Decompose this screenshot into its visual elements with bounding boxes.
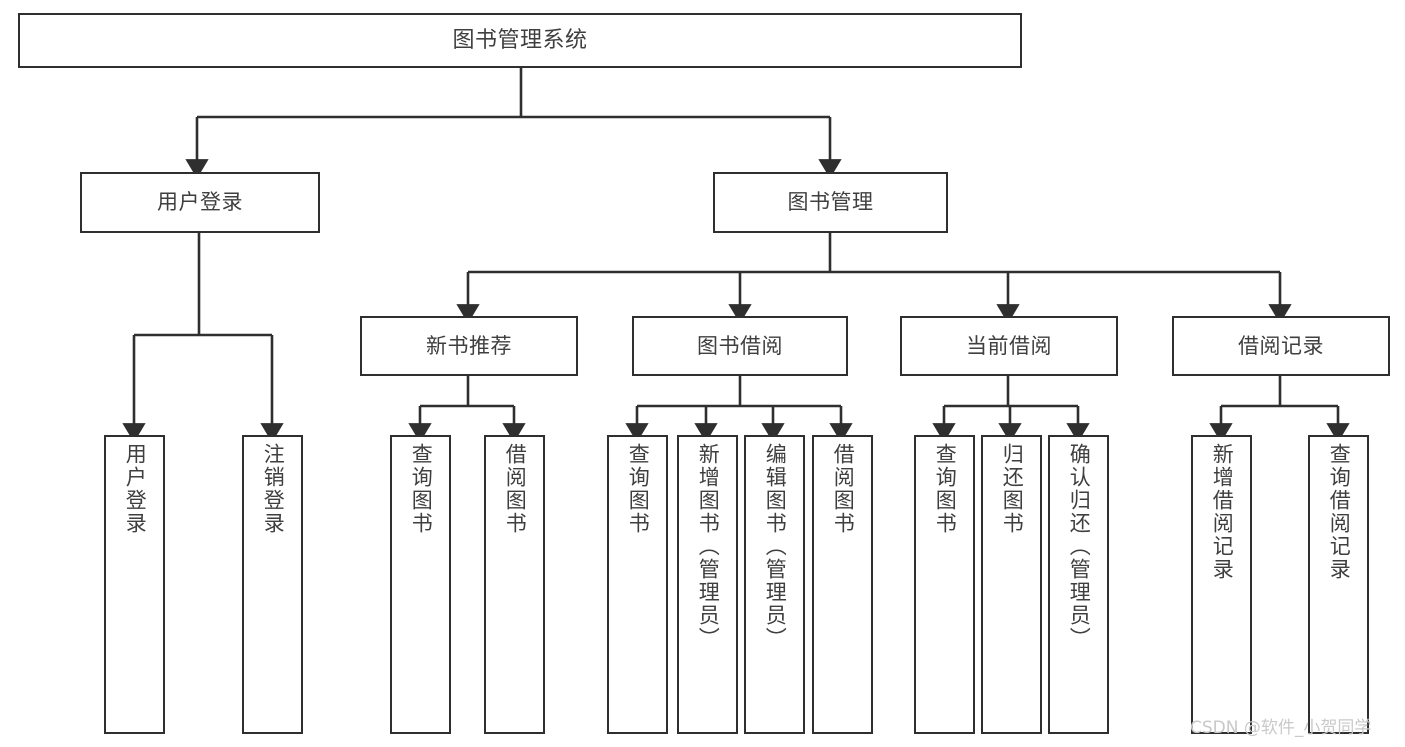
node-label: 查询图书 bbox=[626, 443, 651, 535]
node-user-login[interactable]: 用户登录 bbox=[80, 172, 320, 233]
node-label: 查询图书 bbox=[409, 443, 434, 535]
node-label: 用户登录 bbox=[123, 443, 148, 535]
node-label: 新书推荐 bbox=[426, 333, 512, 358]
leaf-borrow-query-book[interactable]: 查询图书 bbox=[607, 435, 668, 734]
node-label: 新增借阅记录 bbox=[1210, 443, 1235, 581]
node-root-system[interactable]: 图书管理系统 bbox=[18, 13, 1022, 68]
node-label: 借阅图书 bbox=[503, 443, 528, 535]
node-book-borrow[interactable]: 图书借阅 bbox=[632, 316, 848, 376]
node-new-book-recommend[interactable]: 新书推荐 bbox=[360, 316, 578, 376]
node-label: 图书借阅 bbox=[697, 333, 783, 358]
node-label: 注销登录 bbox=[261, 443, 286, 535]
leaf-new-book-borrow[interactable]: 借阅图书 bbox=[484, 435, 545, 734]
node-label: 新增图书（管理员） bbox=[696, 443, 721, 650]
node-label: 借阅记录 bbox=[1238, 333, 1324, 358]
node-label: 归还图书 bbox=[1000, 443, 1025, 535]
leaf-user-login[interactable]: 用户登录 bbox=[104, 435, 165, 734]
node-label: 查询借阅记录 bbox=[1327, 443, 1352, 581]
node-label: 借阅图书 bbox=[831, 443, 856, 535]
leaf-record-add[interactable]: 新增借阅记录 bbox=[1191, 435, 1252, 734]
leaf-current-query-book[interactable]: 查询图书 bbox=[914, 435, 975, 734]
leaf-current-confirm-return[interactable]: 确认归还（管理员） bbox=[1048, 435, 1109, 734]
leaf-user-logout[interactable]: 注销登录 bbox=[242, 435, 303, 734]
node-label: 确认归还（管理员） bbox=[1067, 443, 1092, 650]
node-book-management[interactable]: 图书管理 bbox=[713, 172, 948, 233]
node-label: 查询图书 bbox=[933, 443, 958, 535]
leaf-new-book-query[interactable]: 查询图书 bbox=[390, 435, 451, 734]
leaf-current-return-book[interactable]: 归还图书 bbox=[981, 435, 1042, 734]
node-current-borrow[interactable]: 当前借阅 bbox=[900, 316, 1118, 376]
csdn-watermark: CSDN @软件_小贺同学 bbox=[1190, 718, 1372, 738]
node-label: 当前借阅 bbox=[966, 333, 1052, 358]
node-label: 编辑图书（管理员） bbox=[763, 443, 788, 650]
leaf-record-query[interactable]: 查询借阅记录 bbox=[1308, 435, 1369, 734]
leaf-borrow-edit-book[interactable]: 编辑图书（管理员） bbox=[744, 435, 805, 734]
node-label: 用户登录 bbox=[157, 190, 243, 215]
node-borrow-record[interactable]: 借阅记录 bbox=[1172, 316, 1390, 376]
node-label: 图书管理 bbox=[787, 190, 874, 215]
leaf-borrow-add-book[interactable]: 新增图书（管理员） bbox=[677, 435, 738, 734]
node-label: 图书管理系统 bbox=[452, 27, 588, 53]
leaf-borrow-borrow-book[interactable]: 借阅图书 bbox=[812, 435, 873, 734]
